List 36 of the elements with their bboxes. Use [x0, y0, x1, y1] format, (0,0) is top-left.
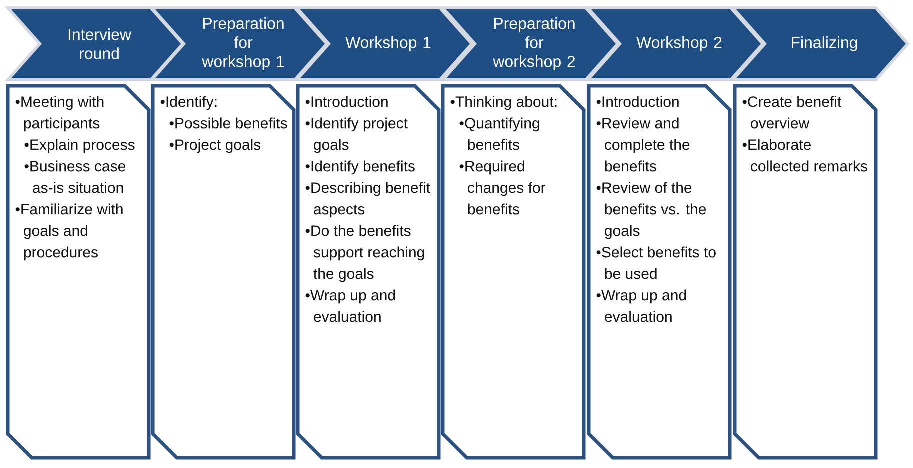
- bullet-item: •Create benefit overview: [742, 96, 842, 129]
- step-box: [441, 84, 586, 460]
- bullet-item: •Meeting with participants: [16, 96, 104, 132]
- chevron-step: Workshop 2: [584, 6, 765, 82]
- bullet-item: •Elaborate collected remarks: [742, 139, 868, 172]
- chevron-step: Workshop 1: [294, 6, 474, 82]
- bullet-item: •Select benefits to be used: [596, 246, 716, 280]
- bullet-item: •Identify:: [160, 96, 217, 110]
- bullet-item: •Review and complete the benefits: [596, 118, 690, 172]
- bullet-item: •Introduction: [596, 96, 679, 108]
- step-box: [6, 84, 151, 460]
- bullet-item: •Do the benefits support reaching the goals: [306, 225, 424, 282]
- chevron-step: Preparation for workshop 1: [148, 6, 330, 82]
- bullet-item: •Thinking about:: [450, 96, 557, 110]
- chevron-step: Finalizing: [730, 6, 910, 82]
- bullet-item: •Quantifying benefits: [460, 118, 540, 150]
- step-box: [296, 84, 441, 460]
- bullet-item: •Identify benefits: [306, 160, 415, 175]
- bullet-item: •Identify project goals: [306, 118, 408, 154]
- chevron-step: Interview round: [4, 6, 186, 82]
- step-box: [587, 84, 732, 460]
- bullet-item: •Project goals: [170, 139, 261, 154]
- bullet-item: •Required changes for benefits: [460, 160, 546, 215]
- step-box: [151, 84, 296, 460]
- step-box: [733, 84, 878, 460]
- bullet-item: •Review of the benefits vs. the goals: [596, 182, 706, 240]
- bullet-item: •Familiarize with goals and procedures: [16, 204, 123, 261]
- bullet-item: •Explain process: [24, 139, 135, 154]
- bullet-item: •Introduction: [306, 96, 388, 108]
- chevron-step: Preparation for workshop 2: [440, 6, 620, 82]
- bullet-item: •Describing benefit aspects: [306, 182, 430, 218]
- bullet-item: •Possible benefits: [170, 118, 288, 129]
- bullet-item: •Wrap up and evaluation: [306, 290, 396, 322]
- node-label: Finalizing: [792, 36, 858, 52]
- bullet-item: •Wrap up and evaluation: [596, 290, 686, 322]
- bullet-item: •Business case as-is situation: [24, 160, 126, 194]
